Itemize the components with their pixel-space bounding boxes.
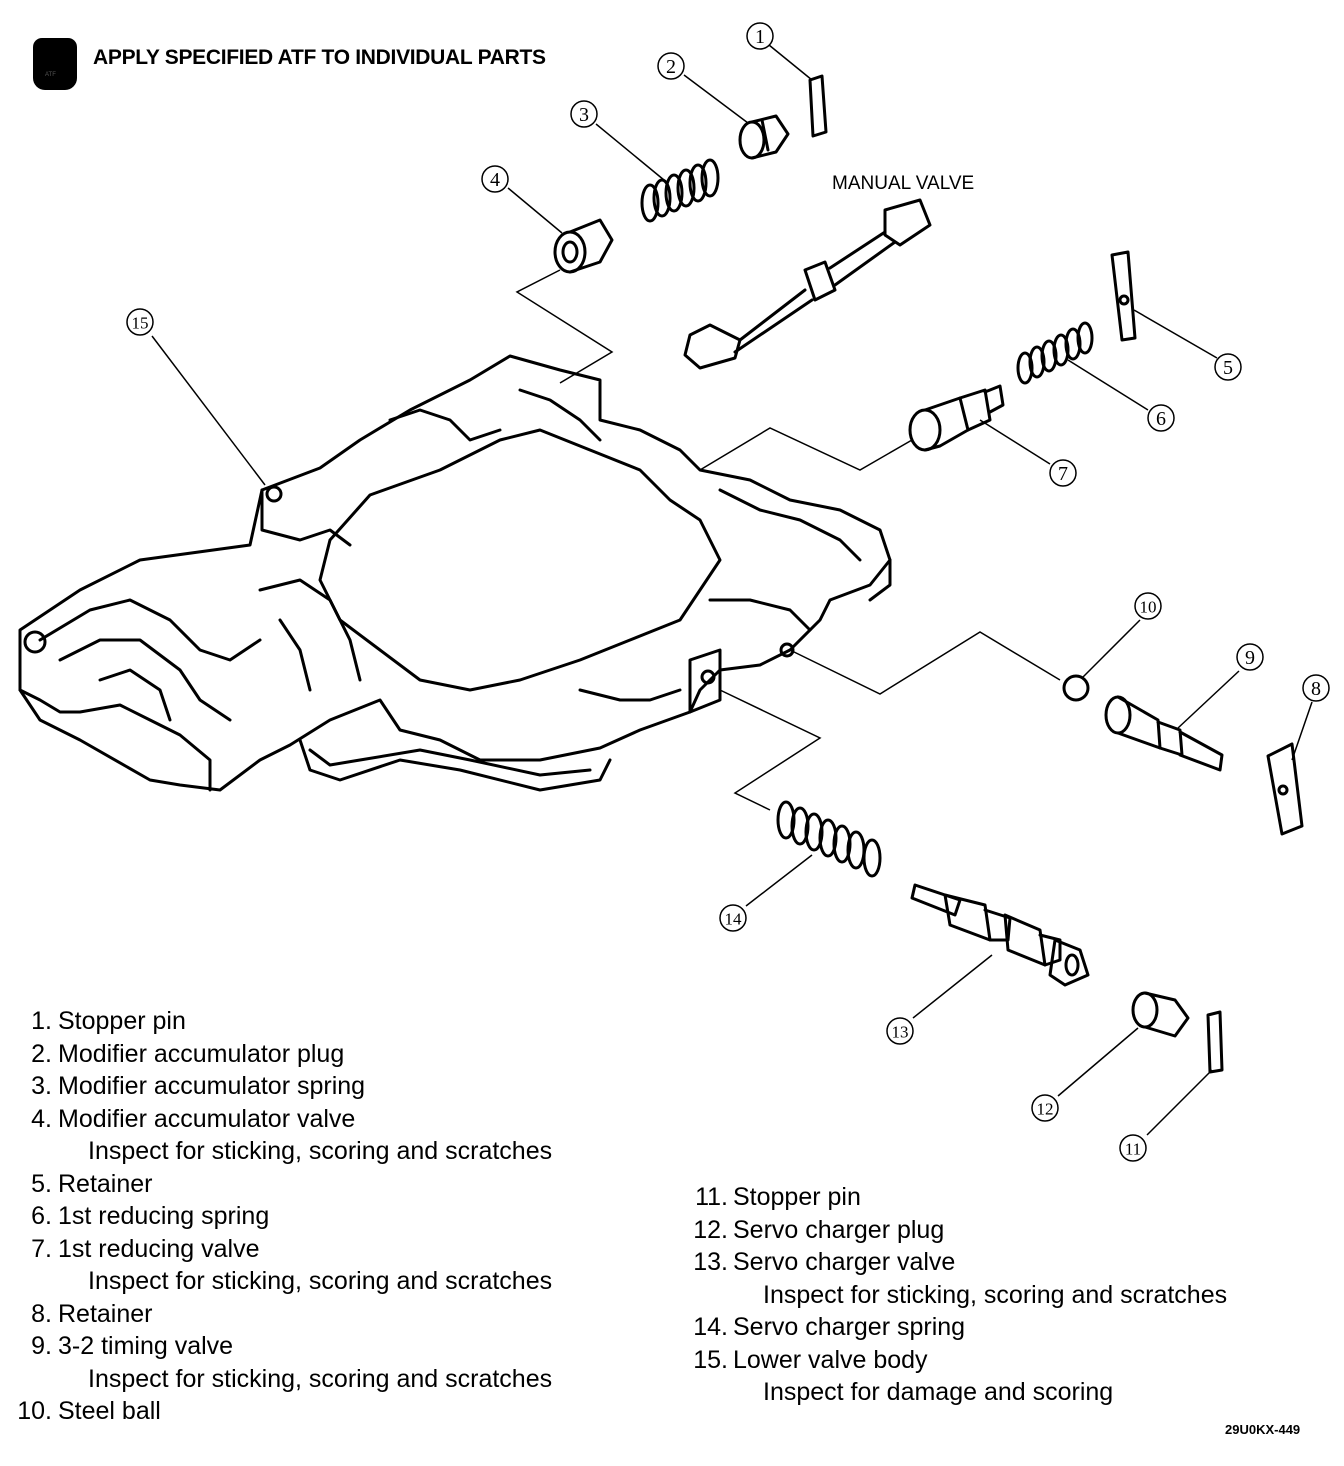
callout-4: 4 <box>490 169 500 191</box>
legend-item-number: 14. <box>693 1313 728 1341</box>
modifier-accumulator-plug <box>738 114 790 160</box>
legend-item-number: 10. <box>17 1397 52 1425</box>
legend-item-inspection-note: Inspect for damage and scoring <box>763 1378 1114 1406</box>
legend-item-number: 1. <box>31 1007 52 1035</box>
figure-code: 29U0KX-449 <box>1225 1422 1301 1437</box>
legend-item-number: 5. <box>31 1169 52 1198</box>
callout-14: 14 <box>725 910 743 929</box>
legend-item-number: 13. <box>693 1248 728 1276</box>
modifier-accumulator-spring <box>640 158 720 223</box>
servo-charger-spring <box>776 800 882 878</box>
legend-item-label: Servo charger spring <box>733 1313 966 1341</box>
legend-item-number: 9. <box>31 1332 52 1360</box>
legend-item-inspection-note: Inspect for sticking, scoring and scratc… <box>88 1137 553 1165</box>
callout-circles <box>126 22 1330 1162</box>
callout-10: 10 <box>1140 598 1157 617</box>
manual-valve-label: MANUAL VALVE <box>832 173 974 194</box>
legend-item-number: 8. <box>31 1299 52 1328</box>
legend-item-label: Retainer <box>58 1299 153 1328</box>
legend-item-inspection-note: Inspect for sticking, scoring and scratc… <box>88 1267 553 1295</box>
legend-item-number: 12. <box>693 1215 728 1244</box>
legend-item-label: 1st reducing spring <box>58 1202 270 1230</box>
legend-item-number: 6. <box>31 1202 52 1230</box>
callout-9: 9 <box>1245 647 1255 669</box>
callout-numbers: 1 2 3 4 5 6 7 8 9 10 11 12 13 14 15 <box>132 26 1322 1159</box>
legend-item-label: Modifier accumulator spring <box>58 1072 366 1100</box>
legend-item-label: 3-2 timing valve <box>58 1332 234 1360</box>
atf-icon-text: ATF <box>45 72 56 78</box>
servo-charger-plug <box>1131 991 1190 1038</box>
callout-8: 8 <box>1311 678 1321 700</box>
timing-valve-3-2 <box>1104 695 1224 772</box>
legend-item-label: Servo charger plug <box>733 1215 945 1244</box>
legend-item-number: 2. <box>31 1039 52 1068</box>
callout-5: 5 <box>1223 357 1233 379</box>
callout-7: 7 <box>1058 463 1068 485</box>
legend-item-label: Lower valve body <box>733 1345 928 1374</box>
callout-12: 12 <box>1037 1100 1054 1119</box>
callout-2: 2 <box>666 56 676 78</box>
atf-oil-can-icon: ATF <box>33 38 77 90</box>
callout-1: 1 <box>755 26 765 48</box>
first-reducing-valve <box>908 384 1005 452</box>
legend-item-number: 3. <box>31 1072 52 1100</box>
legend-item-label: Retainer <box>58 1169 153 1198</box>
retainer-5 <box>1110 250 1137 342</box>
callout-13: 13 <box>892 1023 909 1042</box>
legend-item-label: Stopper pin <box>58 1007 186 1035</box>
manual-valve <box>683 198 932 370</box>
legend-item-number: 11. <box>695 1183 728 1211</box>
legend-item-number: 7. <box>31 1234 52 1263</box>
legend-item-inspection-note: Inspect for sticking, scoring and scratc… <box>763 1280 1228 1309</box>
legend-item-number: 15. <box>693 1345 728 1374</box>
assembly-guide-lines <box>515 269 1061 811</box>
callout-3: 3 <box>579 104 589 126</box>
callout-15: 15 <box>132 314 149 333</box>
steel-ball <box>1062 674 1090 702</box>
legend-item-inspection-note: Inspect for sticking, scoring and scratc… <box>88 1364 553 1393</box>
callout-6: 6 <box>1156 408 1166 430</box>
stopper-pin-11 <box>1206 1010 1224 1074</box>
callout-leader-lines <box>151 44 1313 1136</box>
retainer-8 <box>1266 742 1304 836</box>
servo-charger-valve <box>910 883 1090 987</box>
atf-note: APPLY SPECIFIED ATF TO INDIVIDUAL PARTS <box>93 46 546 69</box>
legend-item-label: Modifier accumulator plug <box>58 1039 345 1068</box>
first-reducing-spring <box>1016 321 1094 385</box>
stopper-pin-1 <box>808 74 828 138</box>
legend-item-label: Modifier accumulator valve <box>58 1104 356 1133</box>
legend-item-label: Servo charger valve <box>733 1248 956 1276</box>
lower-valve-body <box>18 354 892 792</box>
legend-item-label: 1st reducing valve <box>58 1234 260 1263</box>
callout-11: 11 <box>1125 1140 1141 1159</box>
modifier-accumulator-valve <box>553 218 614 274</box>
legend-item-number: 4. <box>31 1104 52 1133</box>
legend-item-label: Stopper pin <box>733 1183 861 1211</box>
legend-item-label: Steel ball <box>58 1397 161 1425</box>
